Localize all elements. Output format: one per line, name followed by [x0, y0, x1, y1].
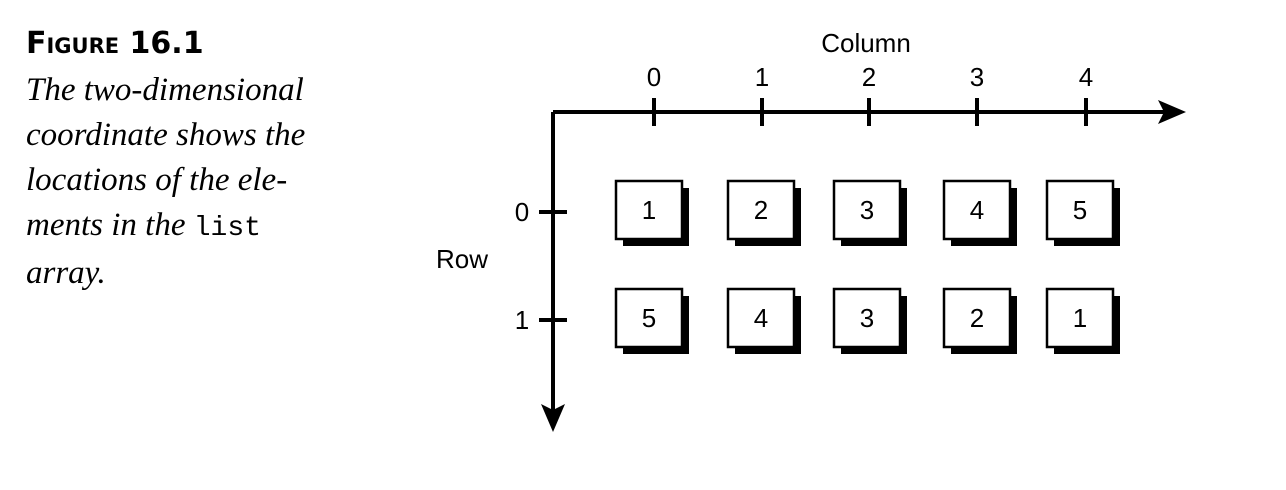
element-box — [1045, 179, 1115, 241]
element-box — [1045, 287, 1115, 349]
array-element: 5 — [1045, 179, 1120, 246]
caption-text: The two-dimensional coordinate shows the… — [26, 68, 386, 296]
element-value: 2 — [754, 195, 768, 225]
array-element: 4 — [726, 287, 801, 354]
caption-line: ments in the — [26, 207, 194, 243]
element-value: 4 — [754, 303, 768, 333]
caption-line-with-code: ments in the list — [26, 203, 386, 251]
element-box — [832, 179, 902, 241]
column-axis-label: Column — [821, 28, 911, 58]
element-box — [942, 287, 1012, 349]
array-element: 1 — [1045, 287, 1120, 354]
row-axis-arrowhead — [541, 404, 565, 432]
array-element: 3 — [832, 287, 907, 354]
element-box — [614, 179, 684, 241]
column-index-label: 4 — [1079, 62, 1093, 92]
element-box — [614, 287, 684, 349]
caption-line: The two-dimensional — [26, 72, 304, 108]
array-element: 4 — [942, 179, 1017, 246]
array-element: 5 — [614, 287, 689, 354]
caption-line: array. — [26, 255, 106, 291]
array-cells: 1 2 3 4 5 5 4 3 2 1 — [614, 179, 1120, 354]
caption-line: coordinate shows the — [26, 117, 306, 153]
element-value: 4 — [970, 195, 984, 225]
column-ticks: 0 1 2 3 4 — [647, 62, 1093, 126]
figure-caption: Figure 16.1 The two-dimensional coordina… — [26, 26, 386, 296]
element-value: 1 — [1073, 303, 1087, 333]
array-element: 2 — [726, 179, 801, 246]
row-ticks: 01 — [515, 197, 567, 335]
element-box — [726, 179, 796, 241]
element-value: 2 — [970, 303, 984, 333]
column-index-label: 3 — [970, 62, 984, 92]
element-box — [832, 287, 902, 349]
figure-label: Figure 16.1 — [26, 26, 204, 61]
element-value: 5 — [1073, 195, 1087, 225]
row-axis-label: Row — [436, 244, 488, 274]
caption-line: locations of the ele- — [26, 162, 288, 198]
element-value: 3 — [860, 195, 874, 225]
array-element: 3 — [832, 179, 907, 246]
row-index-label: 1 — [515, 305, 529, 335]
column-index-label: 0 — [647, 62, 661, 92]
array-element: 2 — [942, 287, 1017, 354]
array-element: 1 — [614, 179, 689, 246]
element-value: 1 — [642, 195, 656, 225]
column-index-label: 2 — [862, 62, 876, 92]
code-word: list — [193, 213, 261, 244]
element-box — [726, 287, 796, 349]
column-index-label: 1 — [755, 62, 769, 92]
column-axis-arrowhead — [1158, 100, 1186, 124]
element-value: 5 — [642, 303, 656, 333]
element-value: 3 — [860, 303, 874, 333]
row-index-label: 0 — [515, 197, 529, 227]
element-box — [942, 179, 1012, 241]
